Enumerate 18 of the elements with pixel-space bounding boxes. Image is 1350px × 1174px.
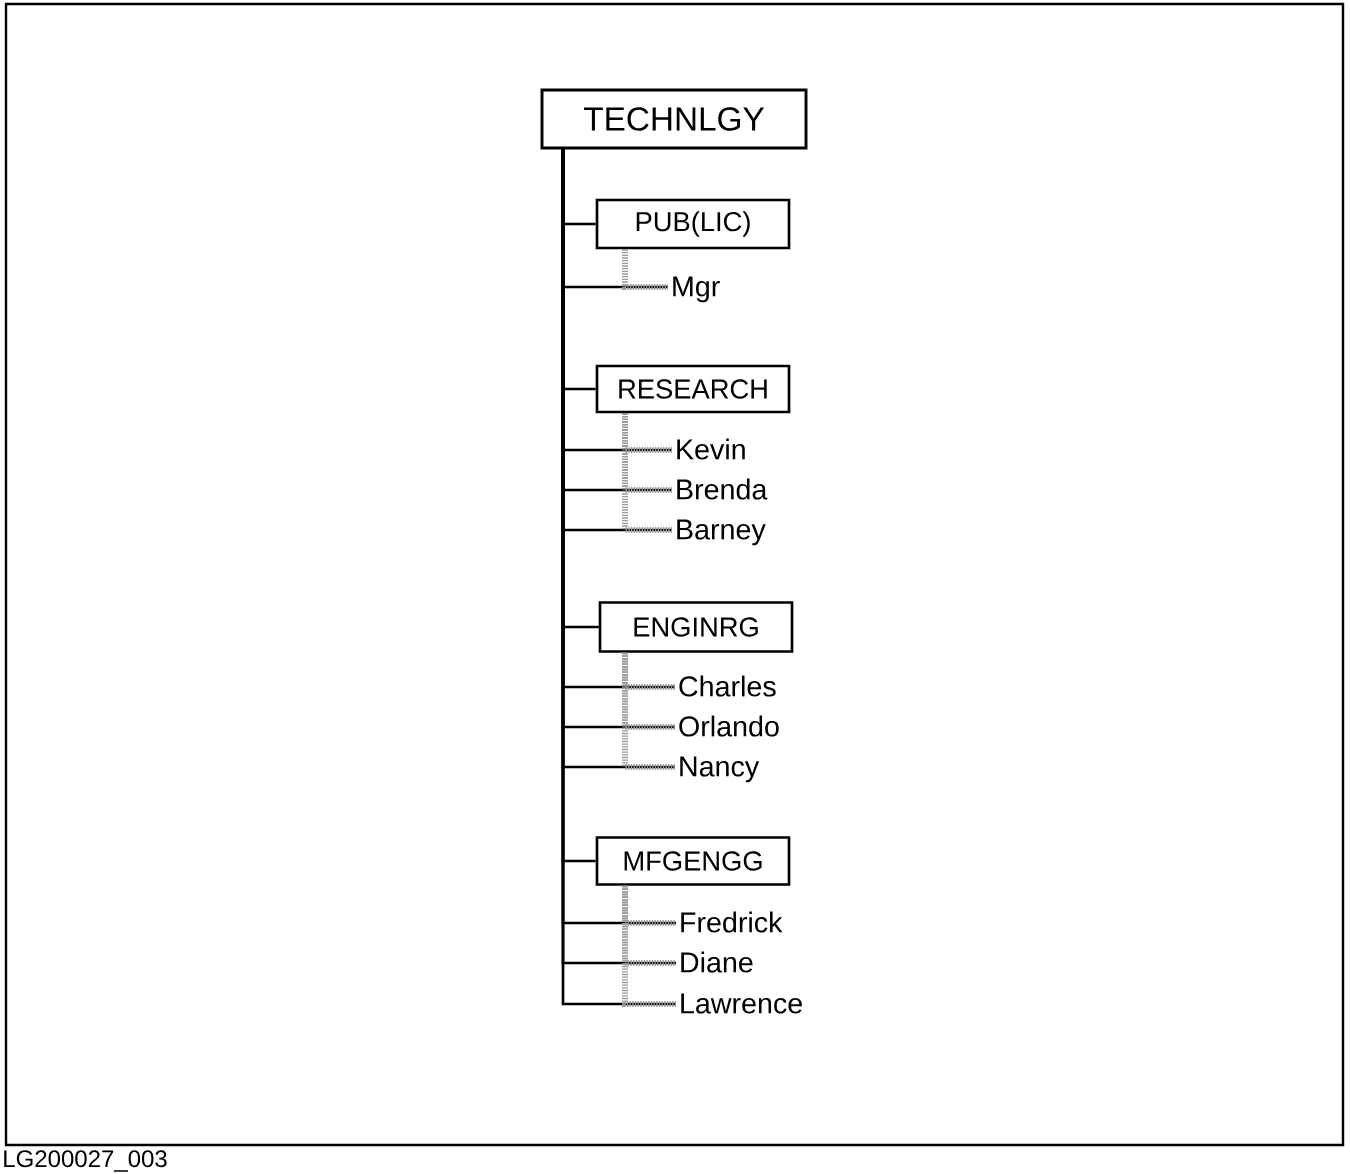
name-label: Orlando: [679, 715, 779, 737]
name-label: Barney: [677, 519, 766, 546]
name-label: Kevin: [677, 438, 745, 460]
figure-id: LG200027_003: [4, 1150, 167, 1172]
name-label: Brenda: [677, 478, 768, 500]
name-label: Diane: [681, 951, 753, 973]
name-label: Lawrence: [681, 993, 802, 1014]
department-box: RESEARCH: [595, 364, 791, 414]
dotted-connector: [622, 249, 668, 290]
department-box: PUB(LIC): [595, 198, 791, 250]
name-label: Nancy: [680, 756, 760, 783]
name-label: Mgr: [673, 276, 720, 303]
dotted-connector: [622, 652, 675, 770]
department-box: ENGINRG: [598, 601, 794, 653]
org-unit-box: TECHNLGY: [540, 88, 808, 150]
department-box: MFGENGG: [595, 836, 791, 886]
name-label: Charles: [679, 675, 776, 697]
name-label: Fredrick: [681, 911, 783, 933]
